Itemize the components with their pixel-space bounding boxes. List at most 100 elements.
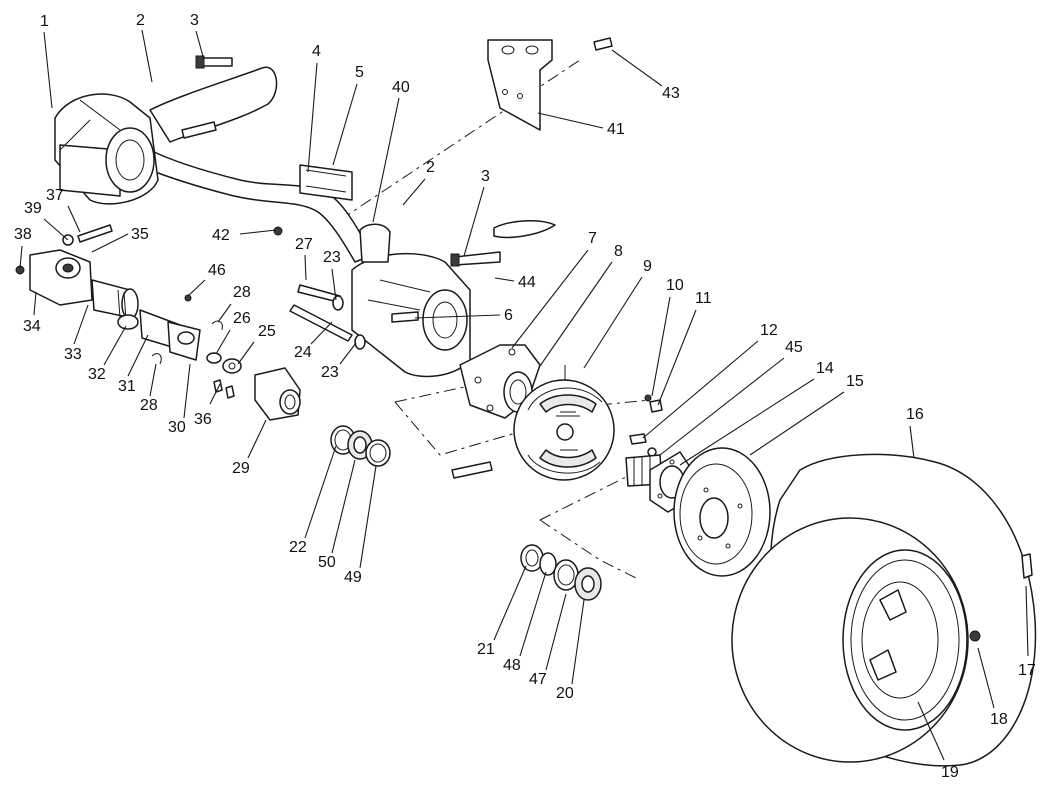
callout-leader-c45: [659, 357, 785, 456]
callout-label-c1: 1: [40, 13, 49, 30]
callout-label-c11: 11: [695, 290, 712, 307]
callout-label-c28a: 28: [233, 284, 251, 301]
callout-label-c4: 4: [312, 43, 321, 60]
callout-leader-c2b: [402, 178, 426, 206]
wheel-and-tire: [731, 453, 1037, 767]
callout-leader-c47: [545, 593, 567, 671]
callout-leader-c6: [414, 314, 501, 319]
callout-label-c19: 19: [941, 764, 959, 781]
drive-shaft-assembly: [15, 224, 301, 421]
callout-leader-c9: [583, 276, 643, 369]
hub-assembly: [625, 394, 693, 513]
callout-leader-c50: [331, 459, 356, 554]
callout-leader-c27: [304, 254, 307, 281]
callout-label-c26: 26: [233, 310, 251, 327]
callout-leader-c26: [215, 329, 231, 355]
callout-leader-c49: [359, 465, 377, 569]
callout-leader-c37: [67, 205, 81, 233]
callout-label-c15: 15: [846, 373, 864, 390]
callout-label-c35: 35: [131, 226, 149, 243]
callout-label-c24: 24: [294, 344, 312, 361]
callout-label-c18: 18: [990, 711, 1008, 728]
callout-leader-c48: [519, 571, 547, 657]
callout-leader-c21: [493, 565, 527, 641]
callout-leader-c3b: [463, 186, 485, 257]
callout-leader-c24: [310, 321, 333, 345]
callout-leader-c40: [372, 97, 400, 223]
callout-leader-c33: [73, 304, 89, 345]
callout-leader-c42: [239, 229, 277, 235]
callout-label-c5: 5: [355, 64, 364, 81]
callout-label-c41: 41: [607, 121, 625, 138]
callout-label-c12: 12: [760, 322, 778, 339]
callout-leader-c30: [183, 363, 191, 419]
callout-label-c39: 39: [24, 200, 42, 217]
callout-leader-c28a: [217, 303, 232, 323]
callout-leader-c43: [611, 49, 663, 87]
callout-label-c38: 38: [14, 226, 32, 243]
callout-label-c21: 21: [477, 641, 495, 658]
callout-leader-c34: [33, 291, 37, 316]
callout-leader-c11: [657, 309, 697, 406]
callout-label-c47: 47: [529, 671, 547, 688]
callout-label-c43: 43: [662, 85, 680, 102]
callout-label-c46: 46: [208, 262, 226, 279]
callout-leader-c3a: [195, 30, 205, 61]
outer-bearing-set: [520, 544, 602, 601]
callout-label-c32: 32: [88, 366, 106, 383]
callout-label-c49: 49: [344, 569, 362, 586]
callout-leader-c20: [571, 599, 585, 685]
callout-label-c40: 40: [392, 79, 410, 96]
callout-leader-c17: [1025, 585, 1029, 657]
brake-drum: [673, 447, 771, 577]
callout-leader-c5: [332, 83, 358, 166]
callout-leader-c36: [209, 383, 221, 405]
callout-leader-c2a: [141, 29, 153, 83]
callout-leader-c7: [511, 249, 589, 349]
callout-label-c23a: 23: [323, 249, 341, 266]
callout-label-c3a: 3: [190, 12, 199, 29]
callout-leader-c38: [19, 245, 23, 269]
callout-label-c17: 17: [1018, 662, 1036, 679]
callout-label-c50: 50: [318, 554, 336, 571]
callout-label-c14: 14: [816, 360, 834, 377]
callout-leader-c23b: [339, 342, 357, 365]
callout-label-c33: 33: [64, 346, 82, 363]
callout-leader-c31: [127, 334, 149, 377]
callout-label-c7: 7: [588, 230, 597, 247]
mounting-bracket: [487, 39, 553, 131]
callout-label-c16: 16: [906, 406, 924, 423]
callout-leader-c4: [307, 62, 318, 173]
callout-label-c37: 37: [46, 187, 64, 204]
callout-label-c27: 27: [295, 236, 313, 253]
callout-leader-c39: [43, 218, 69, 241]
callout-label-c10: 10: [666, 277, 684, 294]
callout-label-c45: 45: [785, 339, 803, 356]
callout-leader-c32: [103, 325, 127, 366]
callout-label-c20: 20: [556, 685, 574, 702]
callout-label-c42: 42: [212, 227, 230, 244]
callout-leader-c46: [187, 279, 206, 297]
callout-label-c22: 22: [289, 539, 307, 556]
callout-leader-c14: [679, 378, 815, 466]
callout-label-c6: 6: [504, 307, 513, 324]
callout-label-c31: 31: [118, 378, 136, 395]
callout-label-c9: 9: [643, 258, 652, 275]
callout-label-c34: 34: [23, 318, 41, 335]
callout-label-c36: 36: [194, 411, 212, 428]
callout-label-c44: 44: [518, 274, 536, 291]
callout-leader-c15: [749, 391, 845, 456]
callout-label-c25: 25: [258, 323, 276, 340]
callout-label-c28b: 28: [140, 397, 158, 414]
callout-leader-c28b: [149, 363, 157, 397]
callout-leader-c44: [494, 277, 515, 282]
callout-label-c3b: 3: [481, 168, 490, 185]
callout-label-c2a: 2: [136, 12, 145, 29]
callout-leader-c1: [43, 31, 53, 109]
callout-leader-c23a: [331, 268, 337, 301]
callout-leader-c10: [651, 296, 671, 397]
callout-label-c29: 29: [232, 460, 250, 477]
brake-assembly: [451, 365, 615, 481]
inner-bearing-set: [330, 425, 391, 467]
